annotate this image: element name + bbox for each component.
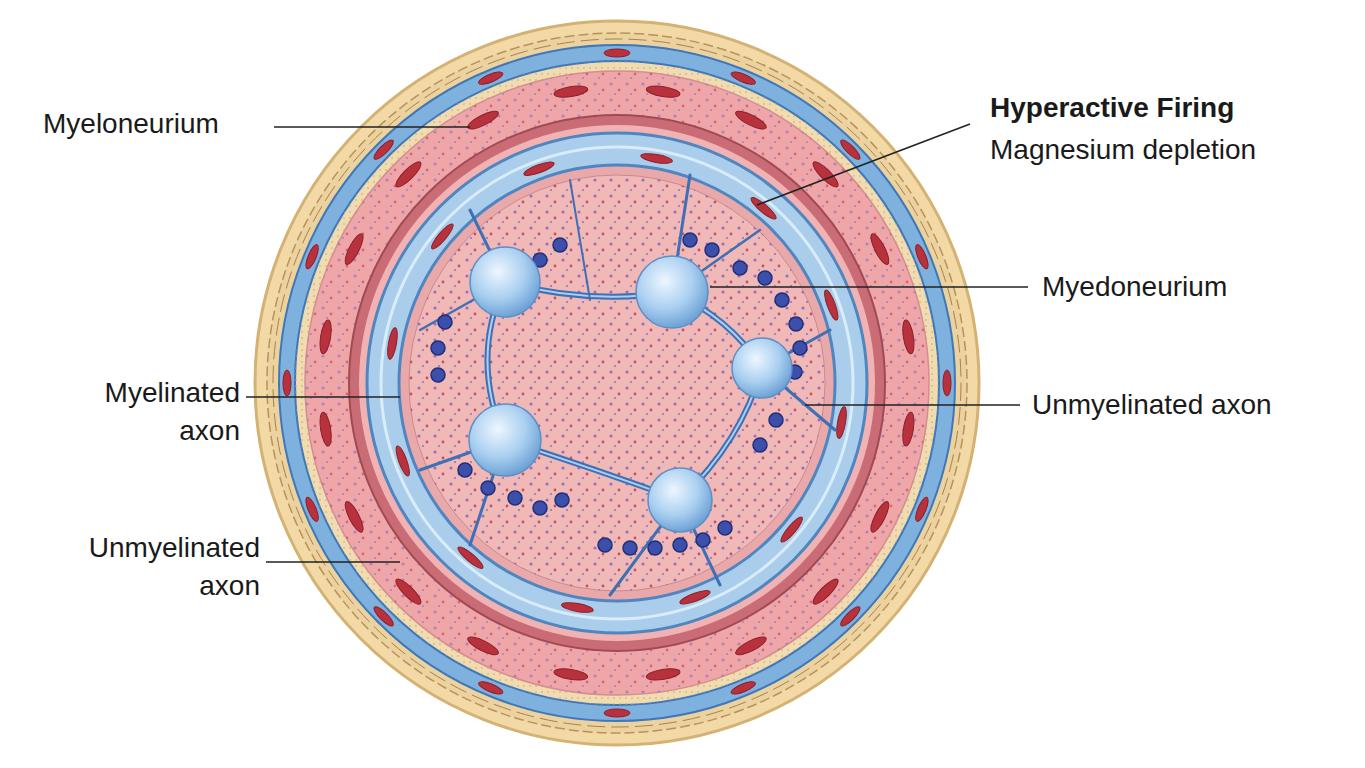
inner-sheath (349, 115, 885, 651)
part-label: Myeloneurium (41, 105, 221, 143)
part-label: Magnesium depletion (988, 131, 1258, 169)
axon-spheres (469, 247, 792, 532)
small-cells (431, 233, 807, 555)
part-label: Unmyelinated axon (1030, 386, 1274, 424)
part-label: Myelinated axon (58, 374, 242, 450)
leader-line (757, 124, 970, 205)
outer-layers (255, 21, 979, 745)
callout-heading: Hyperactive Firing (988, 89, 1236, 127)
leader-line (274, 126, 470, 128)
pink-band-cells (318, 84, 916, 682)
blue-band-cells (283, 49, 951, 717)
leader-line (710, 286, 1028, 288)
leader-line (805, 404, 1020, 406)
axon-network (420, 175, 835, 595)
leader-line (266, 561, 400, 563)
part-label: Myedoneurium (1040, 268, 1229, 306)
tube-cells (386, 152, 849, 615)
part-label: Unmyelinated axon (53, 529, 262, 605)
leader-line (246, 396, 400, 398)
leader-lines (246, 124, 1028, 562)
